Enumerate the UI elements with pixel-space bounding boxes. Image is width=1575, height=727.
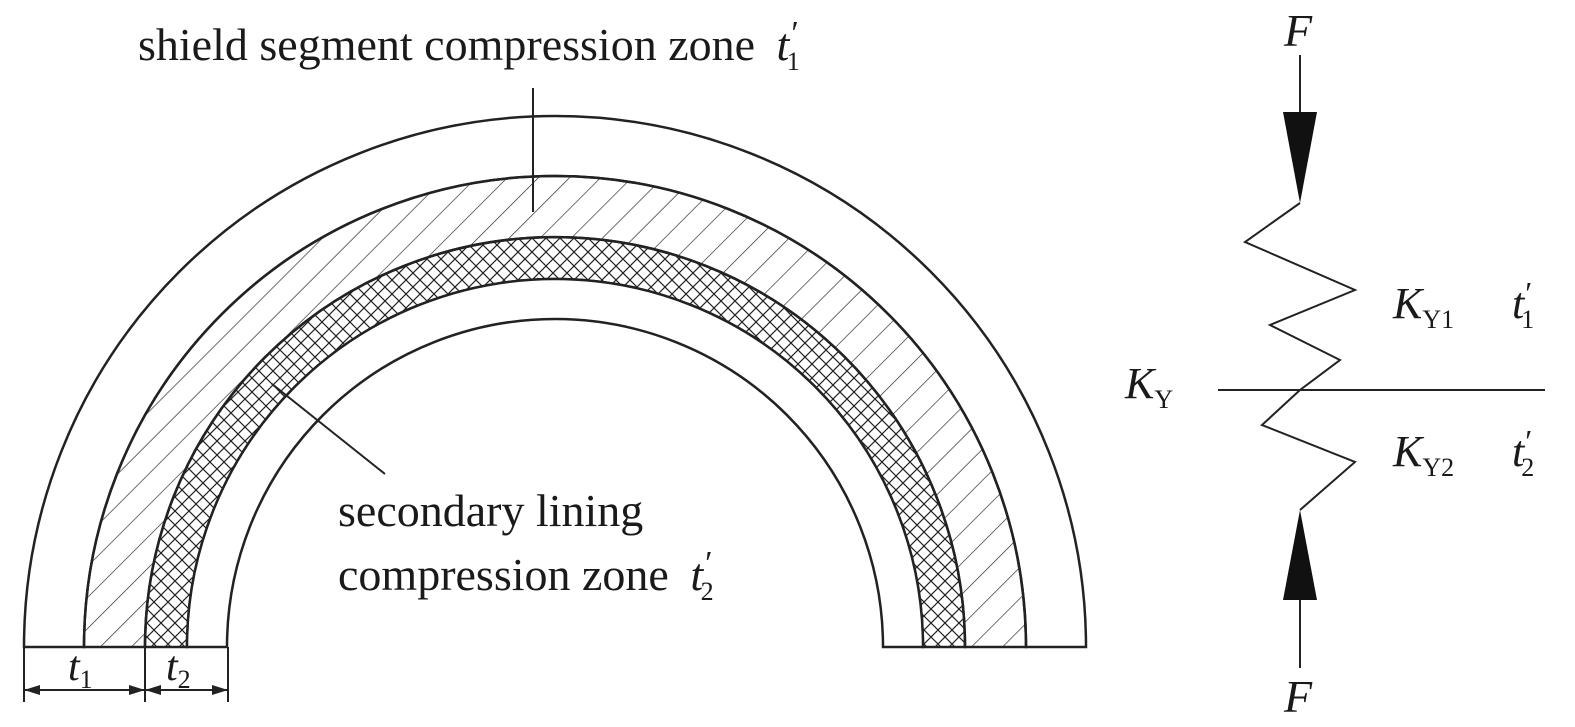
secondary-zone-label-line1: secondary lining: [338, 485, 643, 536]
spring-k-y2: [1260, 389, 1357, 511]
dim-t2-label: t2: [166, 644, 191, 694]
force-top-label: F: [1283, 5, 1313, 56]
secondary-zone-label-line2: compression zone t′2: [338, 545, 714, 606]
ky-label: KY: [1124, 359, 1173, 414]
force-top-arrowhead: [1283, 112, 1317, 203]
spring-model: F F KY KY1 t′1 KY2 t′2: [1124, 5, 1545, 722]
ky2-label: KY2: [1392, 427, 1454, 482]
shield-zone-label: shield segment compression zone t′1: [138, 15, 800, 76]
ky2-thickness-label: t′2: [1512, 423, 1534, 482]
force-bottom-arrowhead: [1283, 510, 1317, 600]
secondary-zone-leader: [271, 383, 386, 475]
spring-k-y1: [1242, 202, 1358, 391]
force-bottom-label: F: [1283, 671, 1313, 722]
ky1-label: KY1: [1392, 279, 1454, 334]
dim-t1-label: t1: [68, 644, 93, 694]
ky1-thickness-label: t′1: [1512, 275, 1534, 334]
thickness-dimensions: [23, 647, 229, 702]
inner-lining-ring: [185, 277, 925, 649]
tunnel-arch: [22, 114, 1088, 649]
